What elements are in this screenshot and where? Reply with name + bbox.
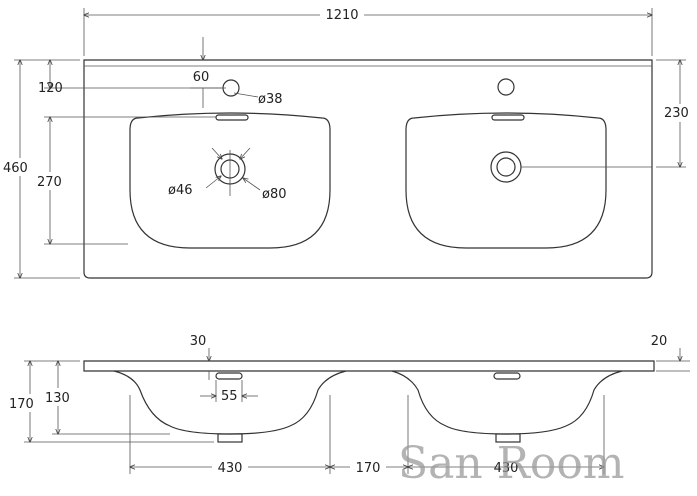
height-label-bg bbox=[8, 394, 42, 412]
drain-offset-label-bg bbox=[660, 104, 696, 122]
depth-label: 460 bbox=[3, 161, 28, 176]
bowl-height-label-bg bbox=[44, 388, 74, 406]
rim-left-label: 30 bbox=[190, 334, 207, 349]
drain-diameter-leader-1 bbox=[211, 147, 222, 159]
height-label: 170 bbox=[9, 397, 34, 412]
left-bowl-outline bbox=[129, 112, 331, 249]
width-label: 1210 bbox=[325, 8, 358, 23]
right-drain-outer bbox=[490, 151, 522, 183]
bwl-label-bg bbox=[212, 458, 248, 476]
overflow-label: 55 bbox=[221, 389, 238, 404]
bowl-width-left-label: 430 bbox=[218, 461, 243, 476]
right-drain-inner bbox=[496, 157, 516, 177]
tap-offset-label: 60 bbox=[193, 70, 210, 85]
drain-inner-label: ø46 bbox=[168, 183, 193, 198]
gap-label: 170 bbox=[356, 461, 381, 476]
gap-label-bg bbox=[350, 458, 386, 476]
top-view: 1210 60 ø38 120 460 270 230 ø46 ø80 bbox=[2, 5, 696, 279]
watermark: San Room bbox=[398, 438, 625, 489]
bowl-height-label: 130 bbox=[45, 391, 70, 406]
side-slab bbox=[83, 360, 655, 372]
drain-offset-label: 230 bbox=[664, 106, 689, 121]
depth-label-bg bbox=[2, 158, 36, 176]
side-view: 30 20 170 130 55 430 170 430 bbox=[8, 334, 690, 476]
tap-hole-leader bbox=[233, 92, 259, 98]
side-right-bowl bbox=[391, 370, 623, 435]
tap-hole-label: ø38 bbox=[258, 92, 283, 107]
basin-outline-top bbox=[83, 59, 653, 279]
bowl-depth-label: 270 bbox=[37, 175, 62, 190]
drain-outer-label: ø80 bbox=[262, 187, 287, 202]
bowl-depth-label-bg bbox=[36, 172, 70, 190]
side-left-drain bbox=[217, 433, 243, 443]
side-left-overflow bbox=[215, 372, 243, 380]
drain-diameter-leader-3 bbox=[205, 176, 221, 189]
bowl-width-right-label: 430 bbox=[494, 461, 519, 476]
drain-diameter-leader-4 bbox=[243, 178, 261, 191]
side-right-drain bbox=[495, 433, 521, 443]
tap-depth-label: 120 bbox=[38, 81, 63, 96]
width-label-bg bbox=[320, 5, 364, 23]
left-overflow-slot bbox=[215, 114, 249, 121]
right-overflow-slot bbox=[491, 114, 525, 121]
side-right-overflow bbox=[493, 372, 521, 380]
right-bowl-outline bbox=[405, 112, 607, 249]
rim-right-label: 20 bbox=[651, 334, 668, 349]
right-tap-hole bbox=[497, 78, 515, 96]
drain-diameter-leader-2 bbox=[240, 147, 251, 159]
